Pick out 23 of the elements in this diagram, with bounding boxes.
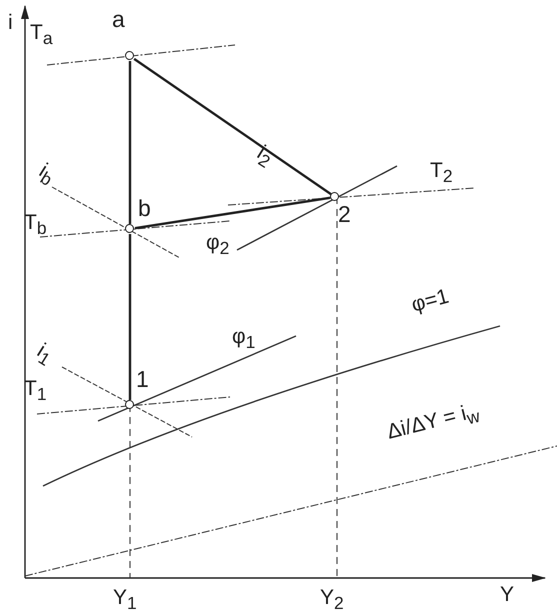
process-line <box>133 58 332 196</box>
axis-label: i <box>8 12 13 33</box>
state-point <box>330 192 339 201</box>
point-label: a <box>112 8 125 31</box>
point-label: 2 <box>338 203 351 226</box>
state-point <box>125 51 134 60</box>
axis-label: Y <box>500 584 514 605</box>
point-label: 1 <box>136 368 149 391</box>
humidity-label: φ=1 <box>409 286 451 316</box>
isotherm-label: T$_{1}$ <box>24 378 47 404</box>
humidity-label: φ$_{1}$ <box>232 326 256 352</box>
point-label: b <box>138 197 151 220</box>
process-line <box>128 61 132 224</box>
process-line <box>128 234 132 400</box>
isotherm-label: T$_{a}$ <box>30 22 53 48</box>
isotherm-label: T$_{2}$ <box>430 160 453 186</box>
state-point <box>125 400 134 409</box>
state-point <box>125 224 134 233</box>
humidity-label: φ$_{2}$ <box>206 232 230 258</box>
tick-label: Y$_{2}$ <box>320 587 344 612</box>
isotherm-label: T$_{b}$ <box>24 212 47 238</box>
tick-label: Y$_{1}$ <box>113 587 137 612</box>
process-line <box>134 196 330 230</box>
